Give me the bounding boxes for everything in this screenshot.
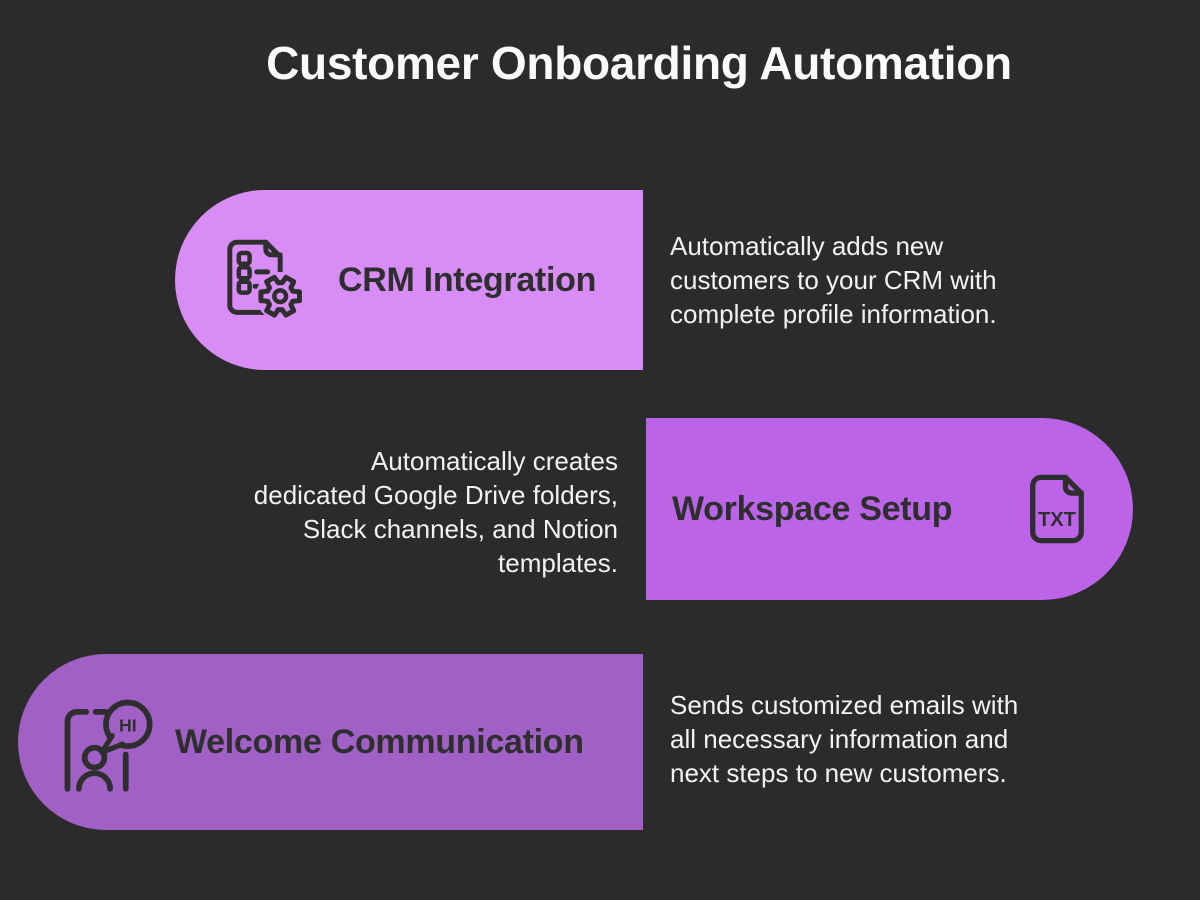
txt-file-icon-label: TXT: [1038, 509, 1077, 531]
description-line: Slack channels, and Notion: [302, 514, 618, 544]
card-crm-integration: CRM Integration: [175, 190, 643, 370]
description-line: templates.: [498, 548, 618, 578]
document-gear-icon: [219, 235, 309, 325]
card-welcome-communication: HI Welcome Communication: [18, 654, 643, 830]
description-line: all necessary information and: [670, 724, 1009, 754]
description-line: Sends customized emails with: [670, 690, 1019, 720]
description-line: customers to your CRM with: [670, 265, 997, 295]
txt-file-icon: TXT: [1019, 471, 1095, 547]
description-line: dedicated Google Drive folders,: [253, 480, 618, 510]
page-title: Customer Onboarding Automation: [266, 37, 1012, 89]
description-workspace-setup: Automatically creates dedicated Google D…: [254, 444, 618, 580]
card-title-crm-integration: CRM Integration: [338, 260, 597, 299]
description-line: next steps to new customers.: [670, 758, 1007, 788]
greeting-bubble-text: HI: [119, 716, 137, 736]
description-line: Automatically adds new: [670, 231, 944, 261]
description-crm-integration: Automatically adds new customers to your…: [670, 229, 997, 331]
description-line: complete profile information.: [670, 299, 997, 329]
card-workspace-setup: Workspace Setup TXT: [646, 418, 1133, 600]
description-welcome-communication: Sends customized emails with all necessa…: [670, 688, 1018, 790]
description-line: Automatically creates: [370, 446, 618, 476]
card-title-workspace-setup: Workspace Setup: [672, 489, 953, 528]
card-title-welcome-communication: Welcome Communication: [175, 722, 584, 761]
person-greeting-icon: HI: [55, 690, 159, 794]
